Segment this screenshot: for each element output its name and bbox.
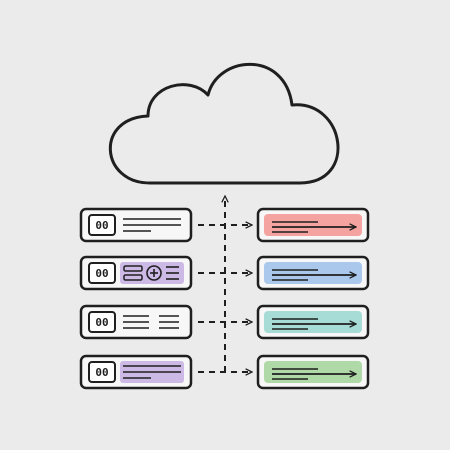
server-card: 00 bbox=[79, 207, 193, 243]
stack-bar bbox=[123, 274, 143, 281]
output-color-bar bbox=[264, 311, 362, 333]
server-badge bbox=[88, 262, 116, 284]
server-card: 00 bbox=[79, 354, 193, 390]
server-badge bbox=[88, 311, 116, 333]
output-card bbox=[256, 207, 370, 243]
server-list: 00 00 00 00 bbox=[79, 207, 193, 390]
server-badge-label: 00 bbox=[95, 366, 108, 379]
server-card: 00 bbox=[79, 255, 193, 291]
plus-circle-icon bbox=[146, 265, 162, 281]
server-badge bbox=[88, 361, 116, 383]
output-color-bar bbox=[264, 214, 362, 236]
output-card bbox=[256, 354, 370, 390]
server-badge-label: 00 bbox=[95, 219, 108, 232]
output-list bbox=[256, 207, 370, 390]
connector-group bbox=[198, 196, 252, 372]
server-badge-label: 00 bbox=[95, 267, 108, 280]
server-badge bbox=[88, 214, 116, 236]
stack-bar bbox=[123, 265, 143, 272]
output-color-bar bbox=[264, 262, 362, 284]
output-card bbox=[256, 255, 370, 291]
output-color-bar bbox=[264, 361, 362, 383]
cloud-icon bbox=[108, 62, 340, 185]
server-badge-label: 00 bbox=[95, 316, 108, 329]
output-card bbox=[256, 304, 370, 340]
server-card: 00 bbox=[79, 304, 193, 340]
